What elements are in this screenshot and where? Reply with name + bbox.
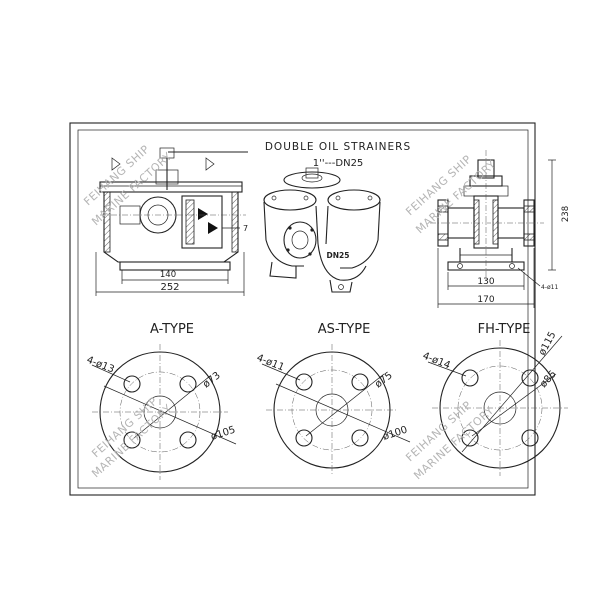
side-dim-170: 170 bbox=[477, 295, 494, 305]
watermarks: FEIHANG SHIP MARINE FACTORY FEIHANG SHIP… bbox=[81, 143, 498, 483]
inner-frame bbox=[77, 129, 529, 489]
flange-fh-type-title: FH-TYPE bbox=[478, 322, 531, 337]
flange-as-type-title: AS-TYPE bbox=[318, 322, 371, 337]
flange-a-type-title: A-TYPE bbox=[150, 322, 194, 337]
outer-frame bbox=[69, 122, 536, 496]
flange-a-pcd: ø73 bbox=[201, 370, 223, 390]
side-dim-238: 238 bbox=[561, 206, 571, 222]
drawing-size: 1''---DN25 bbox=[313, 158, 364, 169]
flange-a-holes: 4-ø13 bbox=[85, 355, 116, 376]
front-dim-7: 7 bbox=[243, 224, 248, 233]
flange-a-od: ø105 bbox=[210, 425, 237, 443]
iso-dn-label: DN25 bbox=[327, 251, 350, 260]
side-dim-130: 130 bbox=[477, 277, 494, 287]
flange-as-type: AS-TYPE 4-ø11 ø75 ø100 bbox=[255, 322, 411, 476]
flange-fh-holes: 4-ø14 bbox=[421, 351, 452, 372]
flange-as-holes: 4-ø11 bbox=[255, 353, 286, 374]
front-section-view: 7 140 252 bbox=[95, 147, 248, 296]
isometric-view: DN25 bbox=[263, 167, 381, 293]
drawing-title: DOUBLE OIL STRAINERS bbox=[265, 141, 411, 153]
front-dim-252: 252 bbox=[160, 282, 179, 293]
flange-fh-type: FH-TYPE 4-ø14 ø85 ø115 bbox=[421, 322, 568, 476]
side-view: 238 130 170 4-ø11 bbox=[430, 150, 571, 308]
side-dim-holes: 4-ø11 bbox=[541, 284, 558, 291]
front-dim-140: 140 bbox=[160, 270, 176, 280]
